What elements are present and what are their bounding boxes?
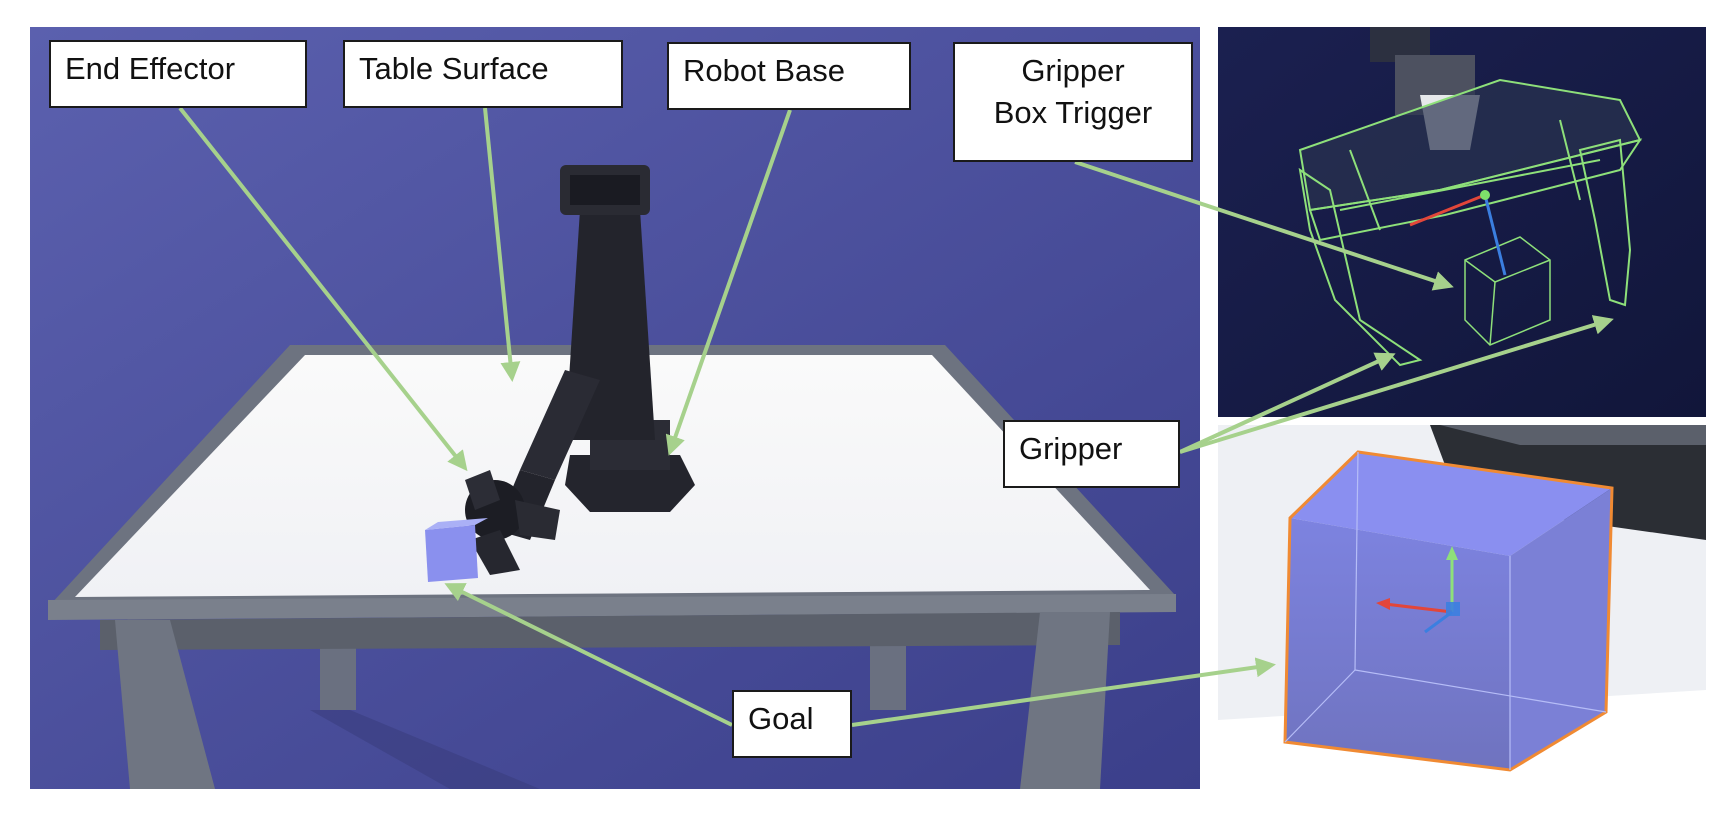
arrow-end-effector [178, 106, 468, 472]
label-goal: Goal [732, 690, 852, 758]
arrow-robot-base [665, 109, 792, 456]
goal-cube-large [1283, 450, 1614, 772]
label-table-surface: Table Surface [343, 40, 623, 108]
arrow-gripper-right [1179, 315, 1614, 454]
arrow-goal-left [444, 583, 733, 727]
robot-arm [465, 165, 695, 575]
gripper-box-trigger [1464, 236, 1551, 346]
arrow-gripper-box-trigger [1074, 160, 1454, 291]
arrow-gripper-left [1179, 352, 1396, 454]
annotation-arrows [178, 106, 1614, 727]
arrow-goal-right [851, 657, 1276, 727]
arrow-table-surface [483, 107, 521, 382]
end-effector [465, 470, 560, 575]
label-gripper-box-trigger: Gripper Box Trigger [953, 42, 1193, 162]
gripper-wireframe [1298, 78, 1643, 367]
label-gripper: Gripper [1003, 420, 1180, 488]
label-robot-base: Robot Base [667, 42, 911, 110]
goal-cube-small [425, 518, 488, 582]
table [48, 345, 1176, 789]
gripper-panel [1218, 27, 1706, 417]
goal-cube-panel [1218, 425, 1706, 789]
label-end-effector: End Effector [49, 40, 307, 108]
